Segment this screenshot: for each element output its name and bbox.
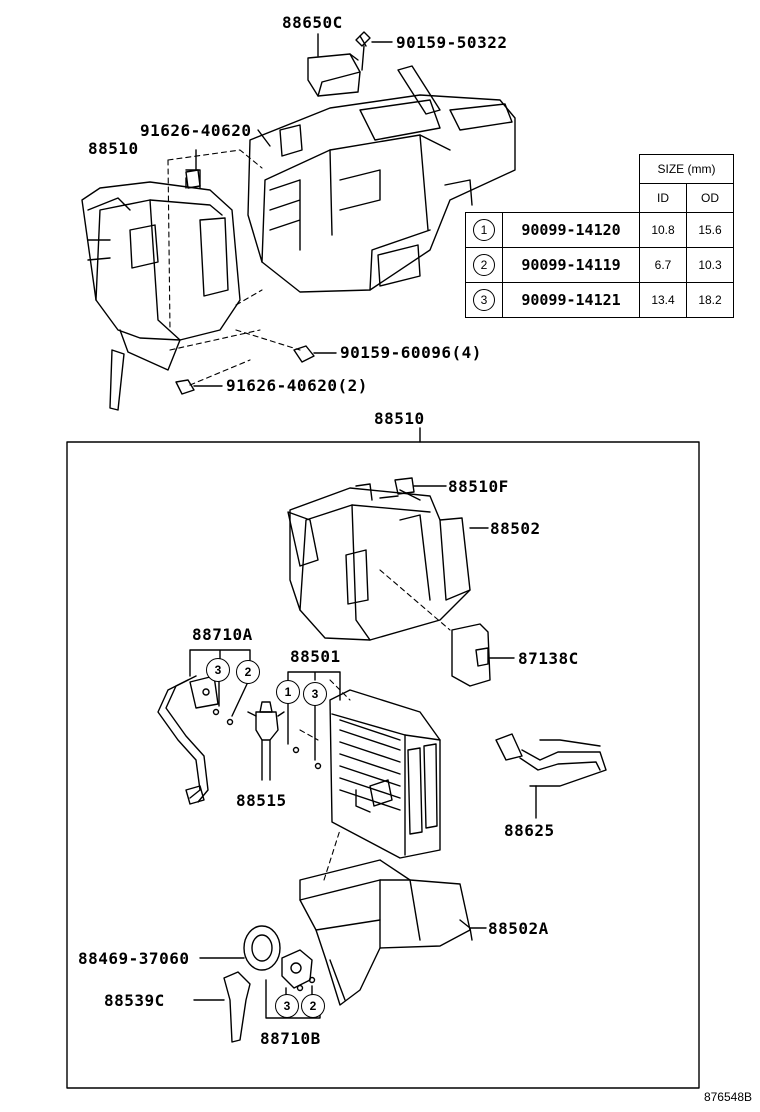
table-header-od: OD bbox=[686, 183, 734, 213]
88469-37060-grommet-drawing bbox=[199, 925, 281, 971]
label-87138c: 87138C bbox=[518, 649, 579, 668]
table-header-id: ID bbox=[639, 183, 687, 213]
label-90159-60096: 90159-60096(4) bbox=[340, 343, 482, 362]
table-row: 2 90099-14119 6.7 10.3 bbox=[465, 247, 734, 283]
row-id-value: 10.8 bbox=[639, 212, 687, 248]
88650c-component-drawing bbox=[307, 31, 393, 97]
callout-88710b-2: 2 bbox=[301, 994, 325, 1018]
row-od-value: 15.6 bbox=[686, 212, 734, 248]
row-ref-number: 2 bbox=[473, 254, 495, 276]
label-90159-50322: 90159-50322 bbox=[396, 33, 508, 52]
88539c-hose-drawing bbox=[193, 971, 251, 1043]
row-ref-number: 3 bbox=[473, 289, 495, 311]
callout-88710b-3: 3 bbox=[275, 994, 299, 1018]
88502-upper-case-drawing bbox=[287, 483, 471, 641]
label-88650c: 88650C bbox=[282, 13, 343, 32]
88510-unit-drawing bbox=[81, 169, 241, 411]
row-od-value: 10.3 bbox=[686, 247, 734, 283]
callout-88710a-2: 2 bbox=[236, 660, 260, 684]
row-id-value: 6.7 bbox=[639, 247, 687, 283]
table-row: 3 90099-14121 13.4 18.2 bbox=[465, 282, 734, 318]
label-88502a: 88502A bbox=[488, 919, 549, 938]
figure-code: 876548B bbox=[703, 1090, 752, 1104]
88710b-fitting-drawing bbox=[281, 949, 313, 989]
screw-drawing bbox=[175, 129, 337, 395]
ac-housing-assembly-drawing bbox=[247, 65, 516, 293]
row-part-number: 90099-14119 bbox=[502, 247, 640, 283]
label-88469-37060: 88469-37060 bbox=[78, 949, 190, 968]
table-title: SIZE (mm) bbox=[639, 154, 734, 184]
88515-expansion-valve-drawing bbox=[247, 701, 285, 781]
row-od-value: 18.2 bbox=[686, 282, 734, 318]
88510f-connector-drawing bbox=[394, 477, 415, 495]
label-88710b: 88710B bbox=[260, 1029, 321, 1048]
label-88625: 88625 bbox=[504, 821, 555, 840]
table-row: 1 90099-14120 10.8 15.6 bbox=[465, 212, 734, 248]
callout-88501-1: 1 bbox=[276, 680, 300, 704]
row-ref-number: 1 bbox=[473, 219, 495, 241]
callout-88501-3: 3 bbox=[303, 682, 327, 706]
label-88539c: 88539C bbox=[104, 991, 165, 1010]
label-88510-top: 88510 bbox=[88, 139, 139, 158]
label-88501: 88501 bbox=[290, 647, 341, 666]
87138c-component-drawing bbox=[451, 623, 515, 687]
88710a-pipe-drawing bbox=[157, 675, 219, 805]
row-part-number: 90099-14121 bbox=[502, 282, 640, 318]
label-88510f: 88510F bbox=[448, 477, 509, 496]
label-88510-frame: 88510 bbox=[374, 409, 425, 428]
88502a-lower-case-drawing bbox=[299, 859, 473, 1006]
label-88710a: 88710A bbox=[192, 625, 253, 644]
row-id-value: 13.4 bbox=[639, 282, 687, 318]
88625-sensor-drawing bbox=[495, 733, 607, 819]
callout-88710a-3: 3 bbox=[206, 658, 230, 682]
hose-size-table: SIZE (mm) ID OD 1 90099-14120 10.8 15.6 … bbox=[465, 154, 734, 318]
label-88502: 88502 bbox=[490, 519, 541, 538]
row-part-number: 90099-14120 bbox=[502, 212, 640, 248]
label-91626-40620-top: 91626-40620 bbox=[140, 121, 252, 140]
label-91626-40620-2: 91626-40620(2) bbox=[226, 376, 368, 395]
exploded-view-frame bbox=[66, 441, 700, 1089]
88501-evaporator-drawing bbox=[329, 689, 441, 859]
label-88515: 88515 bbox=[236, 791, 287, 810]
